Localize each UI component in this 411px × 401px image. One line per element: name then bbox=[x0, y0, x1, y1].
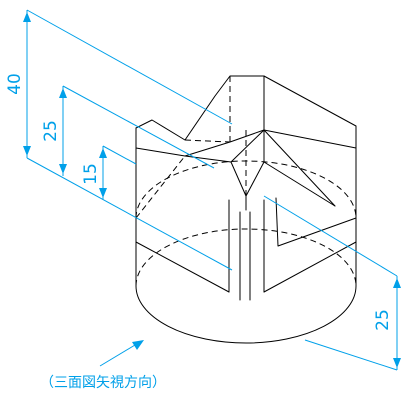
dim40-ext-bottom bbox=[26, 157, 233, 271]
dim25l-arrow-bottom bbox=[59, 164, 67, 174]
dim25-left-label: 25 bbox=[41, 120, 61, 142]
hidden-bottom-back bbox=[135, 228, 357, 287]
view-direction-arrowhead bbox=[132, 340, 144, 350]
right-notch bbox=[275, 197, 357, 247]
dimension-lines bbox=[23, 9, 401, 371]
left-front-cut bbox=[135, 241, 230, 293]
view-direction-note: （三面図矢視方向） bbox=[40, 375, 166, 391]
upper-center-ridge bbox=[184, 129, 357, 157]
rib-low bbox=[263, 161, 336, 207]
dim15-label: 15 bbox=[81, 163, 101, 185]
dim25l-arrow-top bbox=[59, 88, 67, 98]
dim15-arrow-bottom bbox=[99, 188, 107, 198]
diag-a bbox=[230, 129, 265, 163]
dim40-label: 40 bbox=[5, 73, 25, 95]
dim25r-ext-top bbox=[263, 195, 398, 277]
dim15-ext-top bbox=[102, 145, 137, 165]
upper-left-face bbox=[135, 75, 357, 147]
dim25r-ext-bottom bbox=[304, 339, 398, 371]
dim25l-ext-top bbox=[62, 85, 215, 169]
hidden-slant-2 bbox=[135, 155, 186, 219]
dim25-right-label: 25 bbox=[373, 309, 393, 331]
view-direction-line bbox=[99, 341, 141, 367]
dim25r-arrow-bottom bbox=[393, 358, 401, 368]
dim40-ext-top bbox=[26, 9, 233, 125]
right-front-cut bbox=[263, 241, 357, 293]
hidden-lines bbox=[135, 76, 357, 287]
cylinder-bottom-edge bbox=[135, 285, 357, 344]
dim25r-arrow-top bbox=[393, 278, 401, 288]
part-outline bbox=[135, 75, 357, 344]
dim15-arrow-top bbox=[99, 148, 107, 158]
hidden-slant bbox=[184, 139, 231, 143]
dim40-arrow-bottom bbox=[23, 146, 31, 156]
left-step bbox=[135, 147, 265, 197]
diag-b bbox=[263, 129, 336, 207]
dim40-arrow-top bbox=[23, 12, 31, 22]
